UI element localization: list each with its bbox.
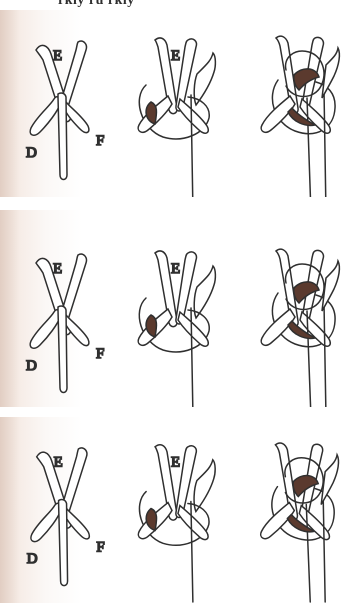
outer-pin — [324, 90, 326, 197]
knot-step-1: E D F — [26, 254, 104, 392]
label-d: D — [27, 551, 38, 567]
label-e-step2: E — [171, 455, 180, 471]
right-bottom-loop — [300, 99, 330, 133]
side-flag — [194, 460, 215, 512]
center-stem — [58, 93, 67, 180]
label-d: D — [26, 358, 37, 374]
knot-step-1: E D F — [26, 41, 104, 179]
knot-diagram-row: E D F E — [0, 210, 341, 407]
right-bottom-loop — [300, 312, 330, 346]
outer-pin — [323, 497, 325, 602]
left-lower-loop — [30, 310, 60, 348]
left-lower-loop — [30, 97, 60, 135]
knot-diagram-row: E D F E — [0, 417, 341, 603]
label-e: E — [53, 48, 62, 64]
center-stem — [58, 306, 67, 393]
label-e: E — [54, 455, 63, 471]
outer-pin — [324, 303, 326, 407]
label-e-step2: E — [171, 48, 180, 64]
label-f: F — [96, 346, 104, 362]
knot-diagram-row: E D F E — [0, 10, 341, 197]
knot-step-3 — [261, 249, 339, 407]
label-f: F — [96, 133, 104, 149]
knot-step-1: E D F — [27, 448, 105, 586]
knot-step-2: E — [138, 445, 215, 602]
label-d: D — [26, 145, 37, 161]
center-stem — [59, 500, 68, 586]
diagram-row-2: E D F E — [0, 210, 341, 407]
cropped-header-strip: rkly ru rkly — [0, 0, 341, 10]
knot-step-2: E — [138, 38, 215, 197]
label-e: E — [53, 261, 62, 277]
cropped-header-text: rkly ru rkly — [58, 0, 135, 8]
knot-step-3 — [261, 443, 339, 602]
diagram-row-3: E D F E — [0, 417, 341, 603]
label-e-step2: E — [171, 261, 180, 277]
side-flag — [194, 266, 215, 318]
label-f: F — [96, 539, 104, 555]
knot-step-3 — [261, 36, 339, 197]
diagram-row-1: rkly ru rkly E D F — [0, 0, 341, 197]
left-lower-loop — [31, 503, 61, 541]
side-flag — [194, 53, 215, 105]
right-bottom-loop — [299, 506, 329, 540]
knot-step-2: E — [138, 251, 215, 407]
